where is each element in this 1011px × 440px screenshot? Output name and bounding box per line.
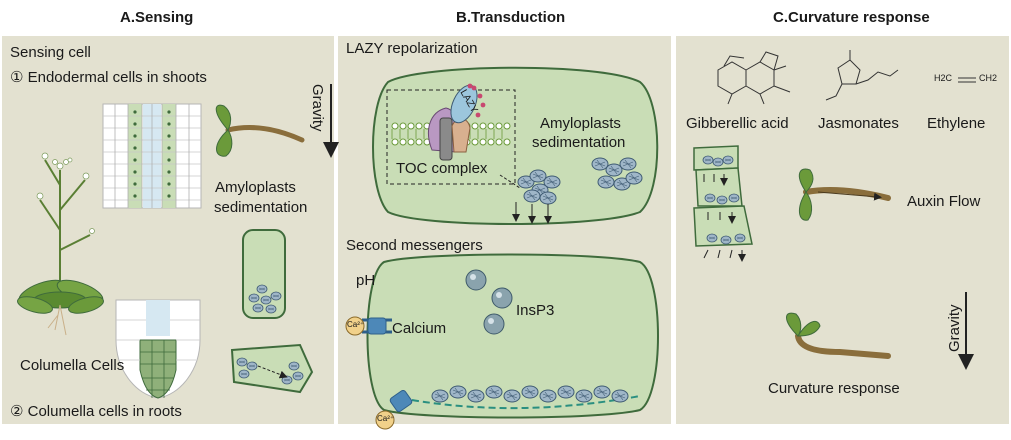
- gravity-label-a: Gravity: [309, 84, 326, 132]
- calcium-ion-left: [345, 316, 365, 336]
- ethylene-bond: [958, 77, 976, 83]
- ca-ion-label-left: Ca²⁺: [347, 320, 365, 329]
- arabidopsis-plant: [17, 152, 104, 336]
- calcium-label: Calcium: [392, 320, 447, 337]
- lazy-protein: [450, 83, 486, 124]
- ethylene-label: Ethylene: [927, 115, 986, 132]
- tilted-statocyte: [230, 343, 314, 394]
- root-columella-tissue: [115, 299, 201, 399]
- calcium-channel-left: [362, 317, 392, 335]
- panel-c-header: C.Curvature response: [773, 9, 930, 26]
- shoot-tissue: [102, 103, 202, 209]
- calcium-channel-bottom: [389, 389, 413, 413]
- shoots-label: ① Endodermal cells in shoots: [10, 69, 207, 86]
- vertical-statocyte: [242, 229, 286, 319]
- gibberellic-acid-structure: [717, 51, 791, 105]
- upper-amyloplasts: [499, 157, 643, 224]
- toc-complex: [428, 107, 471, 161]
- auxin-flow-label: Auxin Flow: [907, 193, 981, 210]
- seedling-horizontal-a: [215, 104, 305, 157]
- insp3-spheres: [465, 269, 513, 335]
- ch2-label: CH2: [979, 73, 998, 83]
- seedling-curved: [786, 312, 891, 359]
- lower-cell: [366, 253, 659, 419]
- jasmonate-structure: [825, 50, 899, 101]
- calcium-ion-bottom: [375, 410, 395, 430]
- h2c-label: H2C: [934, 73, 953, 83]
- sensing-cell-label: Sensing cell: [10, 44, 91, 61]
- gravity-label-c: Gravity: [946, 304, 963, 352]
- amyloplasts-label-a1: Amyloplasts: [215, 179, 296, 196]
- panel-b-header: B.Transduction: [456, 9, 566, 26]
- roots-label: ② Columella cells in roots: [10, 403, 182, 420]
- zoom-box: [386, 89, 516, 185]
- gibberellic-acid-label: Gibberellic acid: [686, 115, 789, 132]
- seedling-auxin: [798, 168, 891, 221]
- curvature-response-label: Curvature response: [768, 380, 900, 397]
- amyloplasts-label-b1: Amyloplasts: [540, 115, 621, 132]
- toc-complex-label: TOC complex: [396, 160, 488, 177]
- second-messengers-label: Second messengers: [346, 237, 483, 254]
- amyloplasts-label-a2: sedimentation: [214, 199, 308, 216]
- lazy-repolarization-label: LAZY repolarization: [346, 40, 478, 57]
- panel-a-header: A.Sensing: [120, 9, 194, 26]
- calcium-wave: [411, 395, 641, 410]
- insp3-label: InsP3: [516, 302, 555, 319]
- amyloplasts-label-b2: sedimentation: [532, 134, 626, 151]
- columella-label: Columella Cells: [20, 357, 125, 374]
- stacked-cells: [693, 145, 753, 258]
- jasmonates-label: Jasmonates: [818, 115, 899, 132]
- ca-ion-label-bottom: Ca²⁺: [377, 414, 395, 423]
- ph-label: pH: [356, 272, 376, 289]
